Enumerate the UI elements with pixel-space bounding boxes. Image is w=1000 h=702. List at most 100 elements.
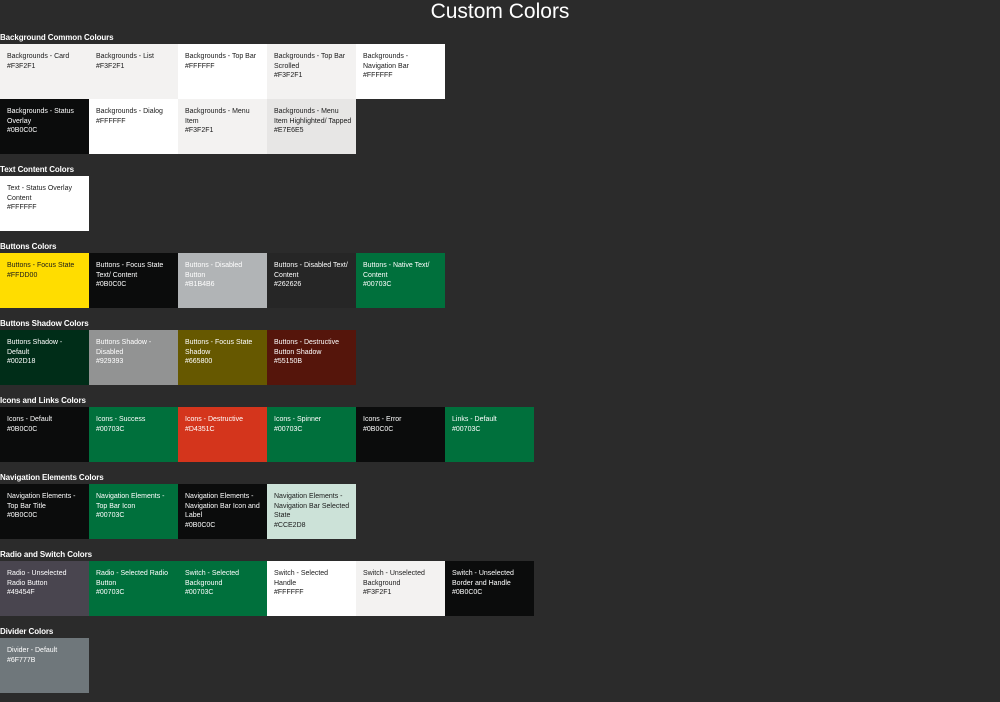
swatch-hex: #E7E6E5 — [274, 127, 304, 135]
swatch-hex: #929393 — [96, 358, 124, 366]
swatch-name: Icons - Destructive — [185, 416, 243, 423]
swatch-hex: #00703C — [363, 281, 392, 289]
swatch-name: Radio - Unselected Radio Button — [7, 570, 67, 587]
swatch-hex: #F3F2F1 — [363, 589, 392, 597]
section-title: Buttons Shadow Colors — [0, 319, 89, 328]
color-swatch: Backgrounds - Status Overlay #0B0C0C — [0, 99, 89, 154]
swatch-name: Navigation Elements - Top Bar Icon — [96, 493, 165, 510]
color-swatch: Navigation Elements - Top Bar Icon #00703… — [89, 484, 178, 539]
swatch-hex: #00703C — [96, 589, 125, 597]
swatch-name: Buttons - Destructive Button Shadow — [274, 339, 339, 356]
color-swatch: Switch - Selected Background #00703C — [178, 561, 267, 616]
swatch-name: Icons - Spinner — [274, 416, 322, 423]
color-swatch: Navigation Elements - Navigation Bar Ico… — [178, 484, 267, 539]
swatch-hex: #D4351C — [185, 425, 215, 433]
swatch-name: Backgrounds - Status Overlay — [7, 108, 74, 125]
swatch-hex: #00703C — [452, 425, 481, 433]
swatch-name: Buttons - Focus State Shadow — [185, 339, 253, 356]
swatch-name: Buttons - Disabled Button — [185, 262, 243, 279]
color-swatch: Buttons - Disabled Text/ Content #262626 — [267, 253, 356, 308]
swatch-name: Links - Default — [452, 416, 497, 423]
color-swatch: Backgrounds - Card #F3F2F1 — [0, 44, 89, 99]
swatch-name: Divider - Default — [7, 647, 58, 654]
color-swatch: Backgrounds - Dialog#FFFFFF — [89, 99, 178, 154]
section-title: Buttons Colors — [0, 242, 57, 251]
color-swatch: Buttons Shadow - Disabled #929393 — [89, 330, 178, 385]
swatch-hex: #F3F2F1 — [7, 62, 36, 70]
swatch-hex: #665800 — [185, 358, 213, 366]
swatch-hex: #B1B4B6 — [185, 281, 215, 289]
color-swatch: Buttons - Focus State#FFDD00 — [0, 253, 89, 308]
color-swatch: Buttons - Destructive Button Shadow#5515… — [267, 330, 356, 385]
swatch-name: Buttons Shadow - Default — [7, 339, 63, 356]
color-swatch: Buttons - Disabled Button #B1B4B6 — [178, 253, 267, 308]
swatch-name: Buttons - Disabled Text/ Content — [274, 262, 348, 279]
color-swatch: Icons - Error #0B0C0C — [356, 407, 445, 462]
swatch-hex: #FFDD00 — [7, 271, 38, 279]
color-swatch: Buttons - Native Text/ Content #00703C — [356, 253, 445, 308]
swatch-hex: #00703C — [185, 589, 214, 597]
swatch-name: Icons - Error — [363, 416, 402, 423]
section-title: Text Content Colors — [0, 165, 74, 174]
swatch-hex: #0B0C0C — [7, 512, 38, 520]
color-swatch: Icons - Default#0B0C0C — [0, 407, 89, 462]
color-swatch: Icons - Destructive #D4351C — [178, 407, 267, 462]
color-swatch: Text - Status Overlay Content#FFFFFF — [0, 176, 89, 231]
swatch-hex: #0B0C0C — [7, 127, 38, 135]
swatch-hex: #FFFFFF — [7, 204, 37, 212]
swatch-hex: #262626 — [274, 281, 302, 289]
swatch-name: Backgrounds - List — [96, 53, 154, 60]
section-title: Radio and Switch Colors — [0, 550, 92, 559]
swatch-name: Backgrounds - Top Bar — [185, 53, 257, 60]
swatch-grid: Navigation Elements - Top Bar Title #0B0C… — [0, 484, 445, 539]
swatch-hex: #FFFFFF — [96, 117, 126, 125]
color-swatch: Buttons - Focus State Text/ Content#0B0C… — [89, 253, 178, 308]
swatch-name: Switch - Unselected Border and Handle — [452, 570, 514, 587]
color-swatch: Backgrounds - Top Bar Scrolled#F3F2F1 — [267, 44, 356, 99]
swatch-name: Icons - Default — [7, 416, 53, 423]
swatch-name: Backgrounds - Top Bar Scrolled — [274, 53, 346, 70]
swatch-hex: #0B0C0C — [363, 425, 394, 433]
color-swatch: Icons - Spinner#00703C — [267, 407, 356, 462]
swatch-hex: #0B0C0C — [452, 589, 483, 597]
swatch-hex: #0B0C0C — [185, 521, 216, 529]
swatch-hex: #0B0C0C — [96, 281, 127, 289]
swatch-name: Buttons Shadow - Disabled — [96, 339, 152, 356]
swatch-name: Radio - Selected Radio Button — [96, 570, 168, 587]
color-swatch: Backgrounds - Top Bar #FFFFFF — [178, 44, 267, 99]
swatch-grid: Backgrounds - Card #F3F2F1 Backgrounds - L… — [0, 44, 445, 154]
color-swatch: Backgrounds - Menu Item Highlighted/ Tap… — [267, 99, 356, 154]
swatch-hex: #00703C — [96, 512, 125, 520]
color-swatch: Icons - Success#00703C — [89, 407, 178, 462]
swatch-grid: Divider - Default #6F777B — [0, 638, 445, 693]
swatch-name: Backgrounds - Card — [7, 53, 70, 60]
swatch-name: Navigation Elements - Navigation Bar Sel… — [274, 493, 350, 520]
color-swatch: Radio - Selected Radio Button #00703C — [89, 561, 178, 616]
swatch-name: Buttons - Native Text/ Content — [363, 262, 430, 279]
swatch-grid: Text - Status Overlay Content#FFFFFF — [0, 176, 445, 231]
swatch-hex: #F3F2F1 — [185, 127, 214, 135]
color-swatch: Navigation Elements - Navigation Bar Sel… — [267, 484, 356, 539]
color-swatch: Divider - Default #6F777B — [0, 638, 89, 693]
swatch-name: Navigation Elements - Navigation Bar Ico… — [185, 493, 260, 520]
color-swatch: Links - Default #00703C — [445, 407, 534, 462]
page-title: Custom Colors — [430, 0, 570, 23]
section-title: Icons and Links Colors — [0, 396, 86, 405]
swatch-name: Switch - Unselected Background — [363, 570, 425, 587]
swatch-hex: #FFFFFF — [185, 62, 215, 70]
swatch-hex: #6F777B — [7, 656, 36, 664]
color-swatch: Backgrounds - List#F3F2F1 — [89, 44, 178, 99]
swatch-hex: #FFFFFF — [363, 72, 393, 80]
swatch-name: Switch - Selected Handle — [274, 570, 329, 587]
swatch-name: Navigation Elements - Top Bar Title — [7, 493, 76, 510]
color-swatch: Buttons Shadow - Default#002D18 — [0, 330, 89, 385]
color-swatch: Switch - Unselected Background #F3F2F1 — [356, 561, 445, 616]
swatch-name: Switch - Selected Background — [185, 570, 240, 587]
